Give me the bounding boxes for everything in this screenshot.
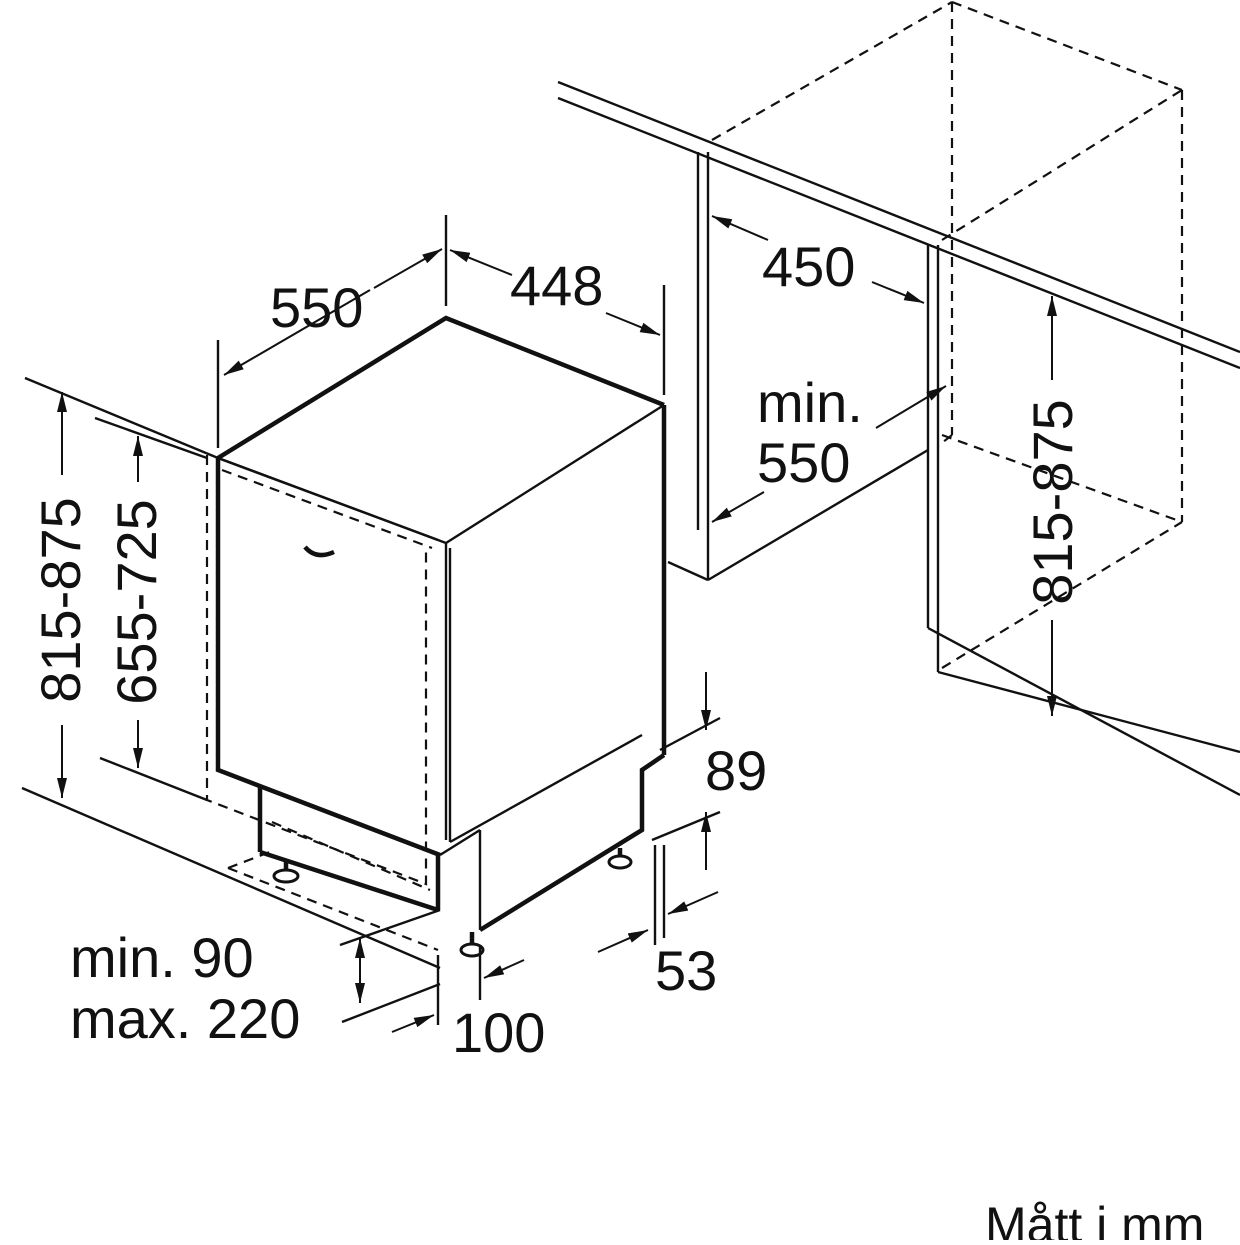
foot-right-icon bbox=[607, 848, 633, 870]
label-plinth-53: 53 bbox=[655, 939, 717, 1002]
label-plinth-max: max. 220 bbox=[70, 987, 300, 1050]
label-foot-offset-100: 100 bbox=[452, 1001, 545, 1064]
label-depth-550: 550 bbox=[270, 276, 363, 339]
label-width-448: 448 bbox=[510, 254, 603, 317]
label-niche-depth-min: min. bbox=[757, 371, 863, 434]
label-niche-height: 815-875 bbox=[1021, 399, 1084, 605]
foot-left-icon bbox=[272, 860, 300, 884]
label-total-height: 815-875 bbox=[29, 497, 92, 703]
label-door-height: 655-725 bbox=[105, 499, 168, 705]
dimension-labels: 550 448 450 min. 550 815-875 655-725 815… bbox=[29, 235, 1084, 1064]
label-plinth-min: min. 90 bbox=[70, 926, 254, 989]
label-plinth-89: 89 bbox=[705, 739, 767, 802]
kitchen-niche bbox=[557, 0, 1240, 797]
label-niche-depth-550: 550 bbox=[757, 431, 850, 494]
label-niche-width-450: 450 bbox=[762, 235, 855, 298]
door-handle-icon bbox=[303, 545, 335, 558]
dishwasher-body bbox=[205, 315, 667, 958]
dimension-arrows bbox=[57, 215, 1057, 1033]
units-caption: Mått i mm bbox=[985, 1197, 1204, 1240]
foot-front-icon bbox=[459, 932, 485, 958]
